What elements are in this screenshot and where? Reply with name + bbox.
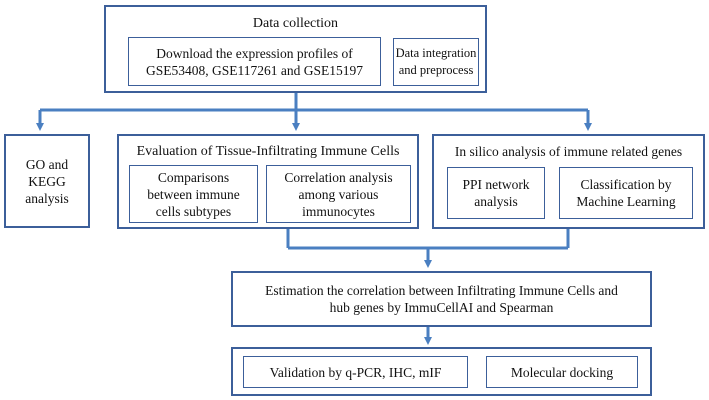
in-silico-title: In silico analysis of immune related gen… — [454, 144, 683, 159]
estimation-text: Estimation the correlation between Infil… — [265, 283, 618, 315]
molecular-docking-box — [486, 356, 638, 388]
go-kegg-text: GO and KEGG analysis — [25, 156, 69, 206]
correlation-box — [266, 165, 411, 223]
download-profiles-text: Download the expression profiles of GSE5… — [145, 45, 363, 78]
download-profiles-box — [128, 37, 381, 86]
data-collection-title: Data collection — [252, 16, 339, 31]
evaluation-title: Evaluation of Tissue-Infiltrating Immune… — [136, 144, 400, 159]
estimation-box — [231, 271, 652, 327]
ppi-network-box — [447, 167, 545, 219]
comparisons-box — [129, 165, 258, 223]
molecular-docking-text: Molecular docking — [510, 364, 614, 380]
data-integration-text: Data integration and preprocess — [395, 46, 477, 77]
data-integration-box — [393, 38, 479, 86]
classification-text: Classification by Machine Learning — [576, 177, 676, 209]
correlation-text: Correlation analysis among various immun… — [284, 169, 393, 219]
qpcr-box — [243, 356, 468, 388]
classification-box — [559, 167, 693, 219]
go-kegg-box — [4, 134, 90, 228]
qpcr-text: Validation by q-PCR, IHC, mIF — [269, 364, 442, 380]
comparisons-text: Comparisons between immune cells subtype… — [147, 169, 240, 219]
ppi-network-text: PPI network analysis — [462, 177, 530, 209]
